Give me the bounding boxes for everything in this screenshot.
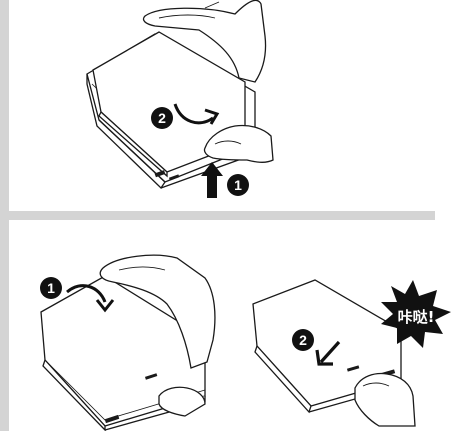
step-badge-push: 1 <box>227 174 249 196</box>
step-badge-tilt: 1 <box>40 277 62 299</box>
step-badge-slide: 2 <box>151 107 173 129</box>
remove-cover-illustration: 2 1 <box>9 0 465 211</box>
section-divider <box>9 211 435 220</box>
step-number: 2 <box>299 332 307 348</box>
step-number: 2 <box>158 110 166 126</box>
step-number: 1 <box>47 280 55 296</box>
left-margin-bar <box>0 0 9 431</box>
step-panel-attach-cover: 1 2 <box>9 220 465 431</box>
step-badge-press: 2 <box>292 329 314 351</box>
step-number: 1 <box>234 177 242 193</box>
hand-icon <box>355 374 415 426</box>
attach-cover-illustration: 1 2 <box>9 220 465 431</box>
click-sound-label: 咔哒! <box>398 308 435 326</box>
step-panel-remove-cover: 2 1 <box>9 0 465 211</box>
